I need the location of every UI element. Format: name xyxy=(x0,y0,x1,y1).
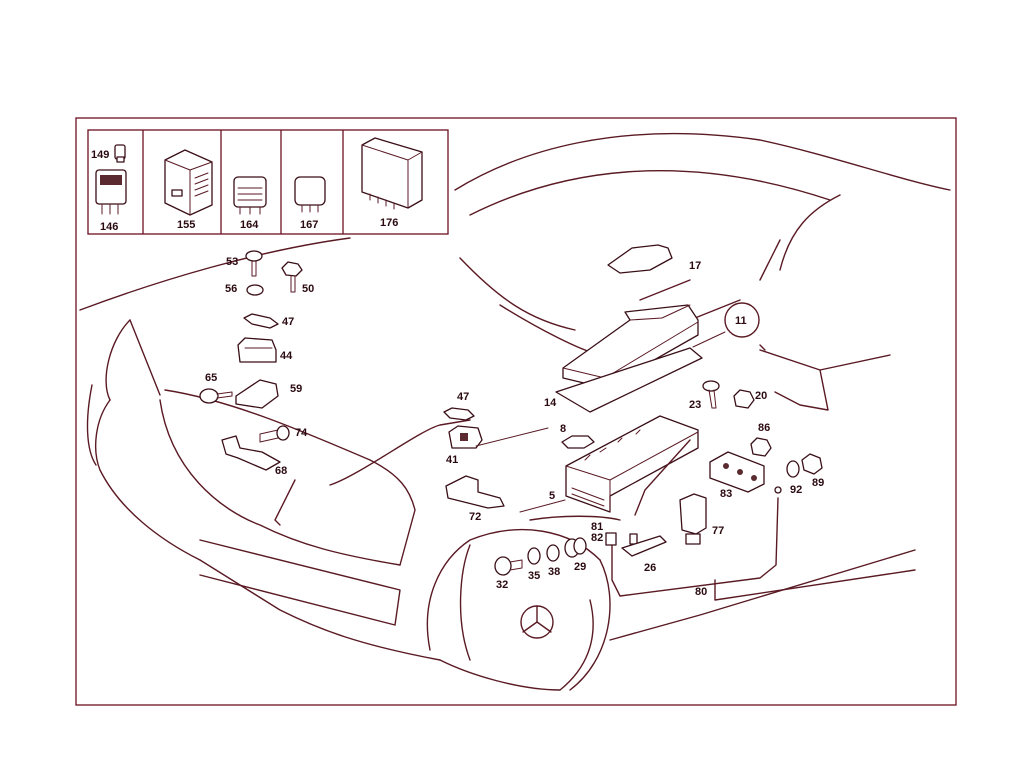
label-8: 8 xyxy=(560,423,566,435)
fuse-47b-icon xyxy=(443,407,475,421)
cover-plate-17-icon xyxy=(607,244,673,274)
label-11: 11 xyxy=(735,315,747,327)
relay-164-icon xyxy=(233,176,267,215)
label-81: 81 xyxy=(591,521,603,533)
washer-38-icon xyxy=(546,544,560,562)
label-38: 38 xyxy=(548,566,560,578)
car-body-outline xyxy=(79,132,951,691)
label-44: 44 xyxy=(280,350,293,362)
callout-circle-11 xyxy=(724,302,760,338)
label-17: 17 xyxy=(689,260,701,272)
label-176: 176 xyxy=(380,217,398,229)
mercedes-star-emblem xyxy=(520,605,554,639)
label-35: 35 xyxy=(528,570,540,582)
label-65: 65 xyxy=(205,372,217,384)
label-23: 23 xyxy=(689,399,701,411)
label-92: 92 xyxy=(790,484,802,496)
bracket-59-icon xyxy=(235,379,279,409)
label-29: 29 xyxy=(574,561,586,573)
relay-44-icon xyxy=(237,337,277,363)
nut-86-icon xyxy=(750,437,772,457)
label-74: 74 xyxy=(295,427,308,439)
label-20: 20 xyxy=(755,390,767,402)
label-47b: 47 xyxy=(457,391,469,403)
screw-23-icon xyxy=(702,380,720,409)
diagram-frame xyxy=(75,117,957,706)
fuse-box-body-icon xyxy=(565,415,699,516)
connector-77-icon xyxy=(679,493,707,545)
label-146: 146 xyxy=(100,221,118,233)
washer-56-icon xyxy=(246,284,264,296)
terminal-block-83-icon xyxy=(709,451,765,493)
relay-176-icon xyxy=(361,137,423,210)
label-32: 32 xyxy=(496,579,508,591)
bracket-72-icon xyxy=(445,475,505,509)
leader-lines xyxy=(475,331,726,513)
label-164: 164 xyxy=(240,219,259,231)
label-5: 5 xyxy=(549,490,555,502)
fuse-8-icon xyxy=(561,435,595,449)
relay-inset xyxy=(87,129,449,235)
relay-155-icon xyxy=(164,149,213,216)
clip-26-icon xyxy=(621,535,667,557)
label-41: 41 xyxy=(446,454,458,466)
label-82: 82 xyxy=(591,532,603,544)
bolt-74-icon xyxy=(259,425,290,443)
relay-41-icon xyxy=(448,425,483,449)
nut-29-icon xyxy=(564,537,587,558)
label-47a: 47 xyxy=(282,316,294,328)
cable-80-icon xyxy=(611,497,779,597)
nut-89-icon xyxy=(801,453,823,475)
label-80: 80 xyxy=(695,586,707,598)
label-83: 83 xyxy=(720,488,732,500)
label-77: 77 xyxy=(712,525,724,537)
bolt-50-icon xyxy=(281,261,303,293)
bracket-68-icon xyxy=(221,435,281,471)
label-53: 53 xyxy=(226,256,238,268)
label-14: 14 xyxy=(544,397,557,409)
screw-53-icon xyxy=(245,250,263,277)
fuse-47a-icon xyxy=(243,313,279,329)
label-86: 86 xyxy=(758,422,770,434)
washer-35-icon xyxy=(527,547,541,565)
label-167: 167 xyxy=(300,219,318,231)
label-26: 26 xyxy=(644,562,656,574)
bolt-65-icon xyxy=(199,388,233,404)
label-68: 68 xyxy=(275,465,287,477)
relay-146-icon xyxy=(95,169,127,215)
label-59: 59 xyxy=(290,383,302,395)
label-56: 56 xyxy=(225,283,237,295)
relay-167-icon xyxy=(294,176,326,213)
label-72: 72 xyxy=(469,511,481,523)
fuse-box-lid-icon xyxy=(555,304,703,413)
screw-32-icon xyxy=(494,556,523,576)
label-89: 89 xyxy=(812,477,824,489)
washer-92-icon xyxy=(786,460,800,478)
label-50: 50 xyxy=(302,283,314,295)
relay-149-icon xyxy=(114,144,126,163)
label-149: 149 xyxy=(91,149,109,161)
label-155: 155 xyxy=(177,219,195,231)
nut-20-icon xyxy=(733,389,755,409)
